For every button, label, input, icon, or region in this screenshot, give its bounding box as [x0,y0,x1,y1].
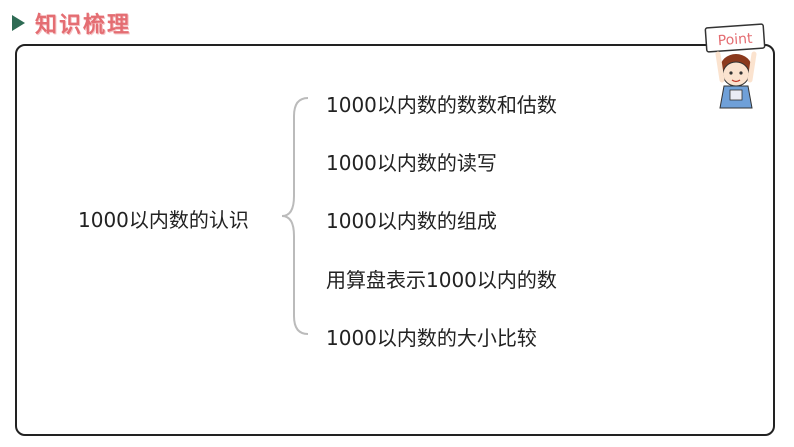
list-item: 1000以内数的大小比较 [326,326,537,350]
play-triangle-icon [12,15,25,31]
mascot-sign-text: Point [717,31,753,49]
page-title: 知识梳理 [35,13,132,38]
list-item: 1000以内数的组成 [326,209,497,233]
list-item: 用算盘表示1000以内的数 [326,268,557,292]
list-item: 1000以内数的数数和估数 [326,93,557,117]
curly-brace [281,97,309,335]
subtopic-list: 1000以内数的数数和估数 1000以内数的读写 1000以内数的组成 用算盘表… [326,0,746,447]
topic-label: 1000以内数的认识 [78,208,249,232]
list-item: 1000以内数的读写 [326,151,497,175]
mascot-point-icon: Point [704,23,766,109]
section-header: 知识梳理 [12,6,131,40]
content-frame [15,44,775,436]
